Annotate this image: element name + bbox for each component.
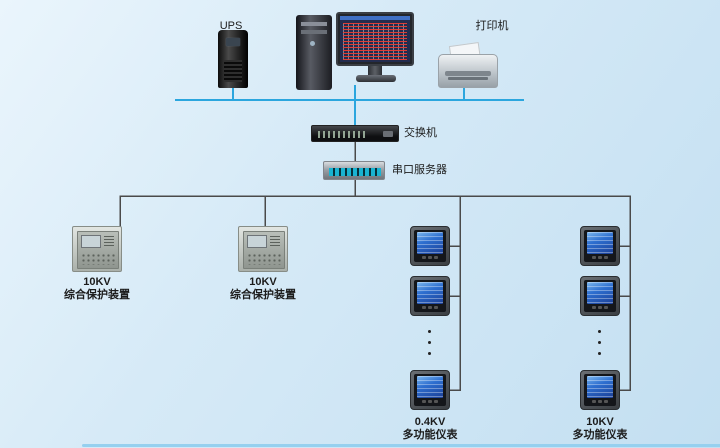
meter-buttons-icon [417,400,443,404]
meter-buttons-icon [587,256,613,260]
meter-buttons-icon [587,400,613,404]
meter-screen-icon [587,376,613,398]
serial-server-label: 串口服务器 [392,164,447,176]
meter-screen-icon [587,282,613,304]
printer-label: 打印机 [475,20,509,32]
meter-buttons-icon [417,256,443,260]
monitor-icon [336,12,414,66]
protection-screen-icon [81,235,101,248]
panel-bottom-edge [82,444,720,447]
serial-server-ports-icon [329,168,381,176]
meter-face-icon [414,230,446,262]
meter-name: 多功能仪表 [402,429,458,441]
ellipsis-icon [598,330,601,355]
meter-column2-line [619,195,631,391]
protection-keys-icon [81,253,115,265]
meter-face-icon [584,280,616,312]
computer-tower-icon [296,15,332,90]
meter-buttons-icon [587,306,613,310]
printer-icon [438,41,498,88]
protection-keys-icon [247,253,281,265]
switch-label: 交换机 [404,127,437,139]
meter-column1-line [449,195,461,391]
meter-screen-icon [417,376,443,398]
protection-device-icon [238,226,288,272]
meter-buttons-icon [417,306,443,310]
power-meter-icon [580,226,620,266]
power-meter-icon [410,226,450,266]
meter-voltage: 0.4KV [414,416,446,428]
meter-screen-icon [587,232,613,254]
meter-face-icon [414,374,446,406]
switch-icon [311,125,399,142]
monitor-stand-icon [368,66,382,75]
ups-label: UPS [219,20,243,32]
meter-name: 多功能仪表 [572,429,628,441]
meter-face-icon [584,230,616,262]
meter-column-label: 10KV 多功能仪表 [573,416,628,442]
protection-leds-icon [104,236,114,246]
switch-ports-icon [318,131,366,138]
power-meter-icon [580,276,620,316]
serial-server-icon [323,161,385,180]
protection-screen-icon [247,235,267,248]
meter-screen-icon [417,232,443,254]
protection-voltage: 10KV [249,276,277,288]
protection-name: 综合保护装置 [230,289,296,301]
power-meter-icon [410,370,450,410]
printer-body-icon [438,54,498,88]
protection-panel-icon [243,231,285,269]
protection-label: 10KV 综合保护装置 [64,276,130,302]
power-meter-icon [580,370,620,410]
meter-face-icon [584,374,616,406]
protection-voltage: 10KV [83,276,111,288]
printer-slot-icon [448,77,488,80]
meter-screen-icon [417,282,443,304]
meter-face-icon [414,280,446,312]
power-meter-icon [410,276,450,316]
ups-icon [218,30,248,88]
printer-tray-icon [445,71,491,76]
ellipsis-icon [428,330,431,355]
meter-voltage: 10KV [586,416,614,428]
protection-device-icon [72,226,122,272]
switch-brand-icon [383,131,393,137]
protection-label: 10KV 综合保护装置 [230,276,296,302]
protection-panel-icon [77,231,119,269]
protection-name: 综合保护装置 [64,289,130,301]
protection-leds-icon [270,236,280,246]
monitor-base-icon [356,75,396,82]
meter-column-label: 0.4KV 多功能仪表 [403,416,458,442]
monitor-screen-icon [340,16,410,62]
